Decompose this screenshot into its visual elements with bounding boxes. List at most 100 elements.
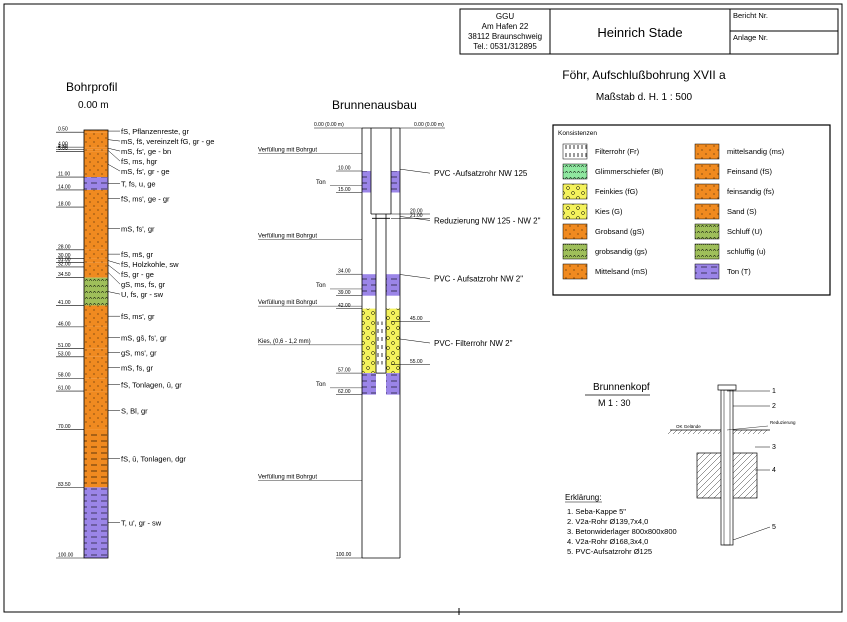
outer-pipe [720,389,734,546]
annulus-fill-pattern [391,171,400,193]
soil-layer [84,391,108,430]
annulus-fill-pattern [362,373,371,395]
brunnenausbau-title: Brunnenausbau [332,98,417,112]
pipe-annotation: PVC -Aufsatzrohr NW 125 [434,169,528,178]
layer-description: T, u', gr - sw [121,519,162,528]
ausbau-depth-label: 15.00 [338,187,351,193]
soil-layer-pattern [84,305,108,327]
legend-swatch-pattern [695,204,719,219]
soil-layer-pattern [84,189,108,208]
ground-hatch [702,429,708,435]
soil-layer [84,177,108,190]
legend-swatch-border [694,263,720,280]
legend-swatch [695,244,719,259]
annulus-fill [386,373,391,395]
annotation-leader [399,216,431,221]
legend-swatch [563,204,587,219]
soil-layer [84,378,108,392]
soil-layer [84,249,108,259]
depth-label: 31.00 [58,257,71,263]
legend-swatch [563,144,587,159]
annulus-fill-pattern [362,274,371,296]
description-leader [107,272,121,285]
legend-label: Schluff (U) [727,227,763,236]
annulus-fill [362,373,371,395]
ground-hatch [742,429,748,435]
soil-layer [84,487,108,558]
ausbau-depth-label: 62.00 [338,389,351,395]
annulus-fill [386,274,391,296]
fill-annotation: Ton [316,382,326,388]
pipe-annotation: PVC- Filterrohr NW 2" [434,339,513,348]
annulus-fill-pattern [371,274,376,296]
soil-layer [84,266,108,278]
description-leader [107,260,121,265]
ground-hatch [672,429,678,435]
top-label-left: 0.00 (0.00 m) [314,122,344,128]
bohrprofil-elevation: 0.00 m [78,100,109,111]
legend-swatch-pattern [563,144,587,159]
reduction-leader [726,425,769,431]
ground-hatch [757,429,763,435]
legend-swatch-pattern [695,144,719,159]
annulus-fill [386,308,391,374]
fill-annotation: Kies, (0,6 - 1,2 mm) [258,339,311,345]
ausbau-depth-label: 45.00 [410,316,423,322]
legend-label: Ton (T) [727,267,751,276]
legend-swatch-pattern [563,204,587,219]
layer-description: mS, fs', gr [121,224,155,233]
layer-description: fS, gr - ge [121,270,154,279]
title-block: GGU Am Hafen 22 38112 Braunschweig Tel.:… [459,8,839,55]
ground-hatch [712,429,718,435]
legend-swatch-pattern [695,184,719,199]
callout-number: 1 [772,388,776,395]
legend-label: Feinkies (fG) [595,187,638,196]
legend-label: Filterrohr (Fr) [595,147,640,156]
legend-swatch [695,164,719,179]
legend-label: Kies (G) [595,207,623,216]
layer-description: fS, Tonlagen, ū, gr [121,381,182,390]
ground-hatch [752,429,758,435]
callout-number: 3 [772,444,776,451]
legend-swatch-border [562,143,588,160]
legend-swatch [563,164,587,179]
ground-hatch [692,429,698,435]
ausbau-depth-label: 20.00 [410,209,423,215]
layer-description: S, Bl, gr [121,406,148,415]
depth-label: 4.00 [58,142,68,148]
profile-outline [83,129,109,559]
ground-hatch [737,429,743,435]
erklaerung-item: 4. V2a-Rohr Ø168,3x4,0 [567,537,648,546]
annulus-fill [391,308,400,374]
brunnenkopf-title: Brunnenkopf [593,382,650,393]
layer-description: mS, fs̄, vereinzelt fG, gr - ge [121,137,214,146]
annulus-fill-pattern [391,274,400,296]
ground-hatch [732,429,738,435]
legend-swatch [563,264,587,279]
legend-swatch-border [694,223,720,240]
annulus-fill [391,373,400,395]
annulus-fill [371,274,376,296]
bericht-label: Bericht Nr. [733,11,768,20]
soil-layer-pattern [84,356,108,379]
soil-layer [84,429,108,488]
annulus-fill-pattern [386,274,391,296]
pipe-annotation: PVC - Aufsatzrohr NW 2" [434,275,523,284]
annulus-fill [362,171,371,193]
sheet-frame [3,3,843,613]
legend-swatch-border [694,203,720,220]
annulus-fill-pattern [362,171,371,193]
layer-description: mS, fs, gr [121,364,154,373]
depth-label: 4.50 [58,144,68,150]
callout-leader [732,526,771,541]
annotation-leader [399,274,431,279]
ground-hatch [677,429,683,435]
legend-swatch-pattern [695,244,719,259]
soil-layer [84,147,108,150]
soil-layer [84,151,108,178]
legend-swatch-border [562,163,588,180]
annulus-fill [391,171,400,193]
depth-label: 32.00 [58,261,71,267]
soil-layer [84,207,108,250]
legend-label: Mittelsand (mS) [595,267,648,276]
